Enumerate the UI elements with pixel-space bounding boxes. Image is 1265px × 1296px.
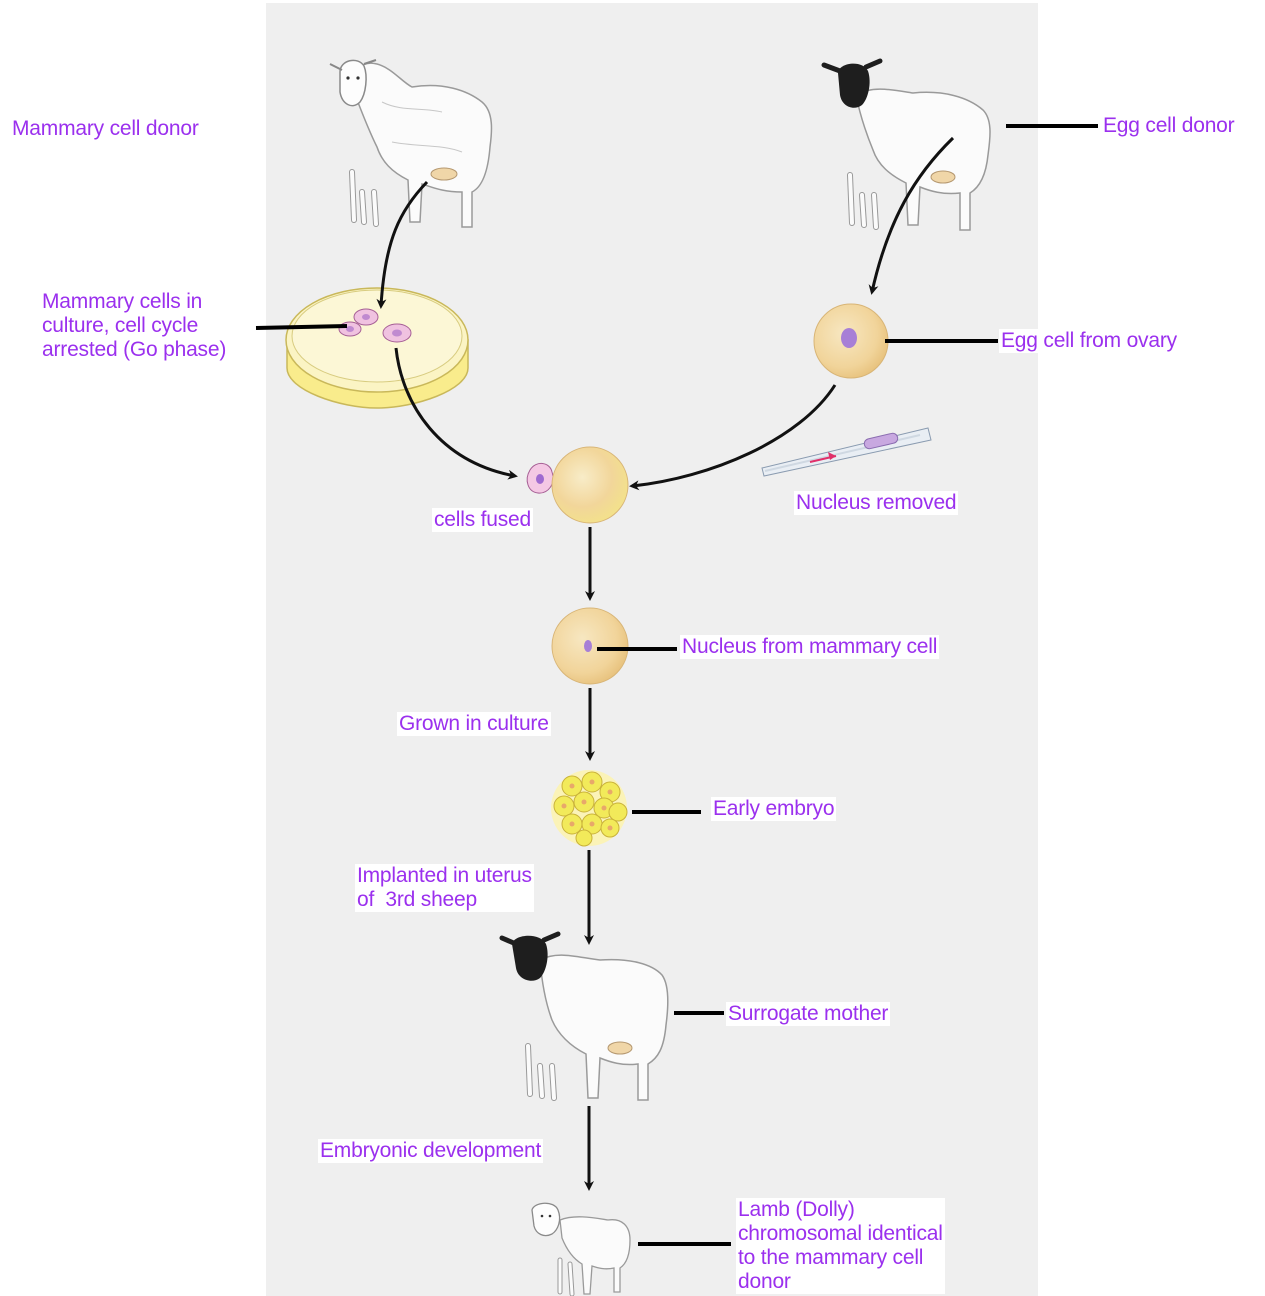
nucleus-removed-label: Nucleus removed [794, 491, 958, 515]
lamb-label: Lamb (Dolly) chromosomal identical to th… [736, 1198, 945, 1294]
early-embryo-label: Early embryo [711, 797, 836, 821]
lamb-line-1: Lamb (Dolly) [738, 1198, 943, 1222]
lamb-line-3: to the mammary cell [738, 1246, 943, 1270]
process-arrows [381, 138, 953, 1188]
embryonic-development-label: Embryonic development [318, 1139, 543, 1163]
surrogate-label: Surrogate mother [726, 1002, 890, 1026]
fused-cells-icon [527, 447, 628, 523]
micropipette-icon [762, 428, 931, 476]
mammary-culture-line-1: Mammary cells in [42, 290, 226, 314]
cells-fused-label: cells fused [432, 508, 533, 532]
egg-cell-icon [814, 304, 888, 378]
implanted-line-2: of 3rd sheep [357, 888, 532, 912]
lamb-icon [532, 1203, 630, 1294]
mammary-culture-line-2: culture, cell cycle [42, 314, 226, 338]
surrogate-sheep-icon [502, 934, 668, 1100]
embryo-icon [551, 770, 627, 846]
egg-donor-label: Egg cell donor [1101, 114, 1236, 138]
egg-from-ovary-label: Egg cell from ovary [999, 329, 1179, 353]
mammary-culture-label: Mammary cells in culture, cell cycle arr… [40, 290, 228, 362]
lamb-line-2: chromosomal identical [738, 1222, 943, 1246]
grown-in-culture-label: Grown in culture [397, 712, 551, 736]
implanted-label: Implanted in uterus of 3rd sheep [355, 864, 534, 912]
mammary-donor-label: Mammary cell donor [10, 117, 201, 141]
mammary-culture-line-3: arrested (Go phase) [42, 338, 226, 362]
petri-dish-icon [286, 288, 468, 408]
egg-donor-sheep-icon [824, 61, 990, 230]
implanted-line-1: Implanted in uterus [357, 864, 532, 888]
nucleus-from-mammary-label: Nucleus from mammary cell [680, 635, 939, 659]
lamb-line-4: donor [738, 1270, 943, 1294]
reconstructed-egg-icon [552, 608, 628, 684]
